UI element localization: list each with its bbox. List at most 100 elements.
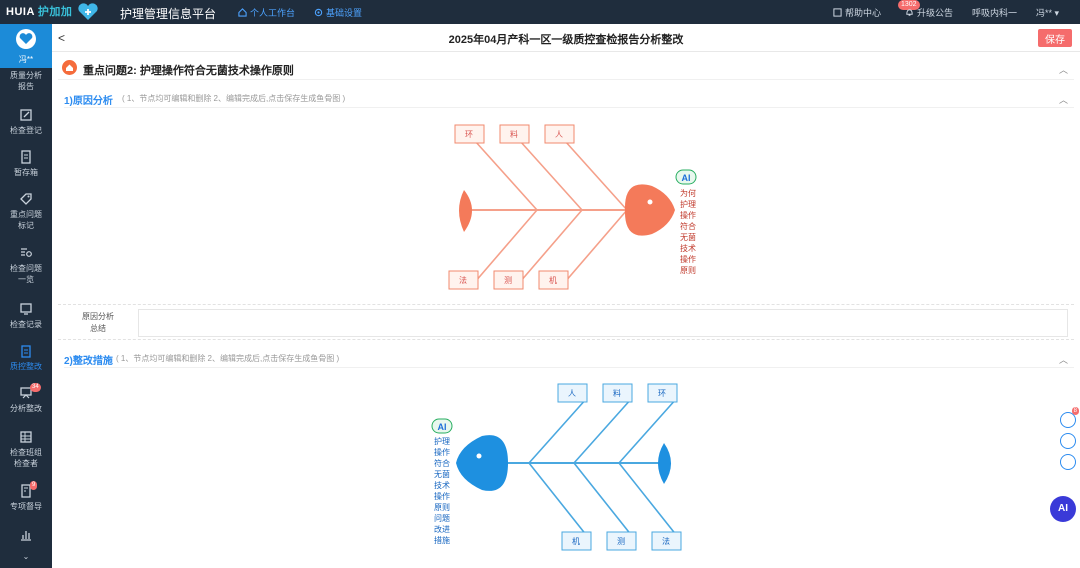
notice-badge: 1302 (898, 0, 920, 10)
head-text-line: 符合 (434, 458, 450, 468)
cause-analysis-header[interactable]: 1)原因分析 ( 1、节点均可编辑和删除 2、编辑完成后,点击保存生成鱼骨图 )… (64, 88, 1074, 108)
nav-workbench-label: 个人工作台 (250, 8, 296, 18)
home-issue-icon (62, 60, 77, 75)
sidebar-item-label: 质控整改 (10, 362, 42, 371)
main-panel: < 2025年04月产科一区一级质控查检报告分析整改 保存 重点问题2: 护理操… (52, 24, 1080, 568)
nav-basic-settings-label: 基础设置 (326, 8, 363, 18)
sidebar-item-check-register[interactable]: 检查登记 (0, 108, 52, 136)
ai-badge-cause[interactable]: AI (675, 169, 697, 185)
cause-summary-input[interactable] (138, 309, 1068, 337)
dept-selector[interactable]: 呼吸内科一 (972, 8, 1018, 18)
cause-node-ce[interactable]: 测 (493, 270, 524, 290)
supervision-badge: 9 (30, 481, 38, 490)
key-issue-header[interactable]: 重点问题2: 护理操作符合无菌技术操作原则 ︿ (58, 58, 1074, 80)
cause-head-text: 为何 护理 操作 符合 无菌 技术 操作 原则 (680, 188, 696, 275)
measure-head-text: 护理 操作 符合 无菌 技术 操作 原则 问题 改进 措施 (434, 436, 450, 545)
bone-bottom-3 (564, 209, 628, 283)
cause-node-ji[interactable]: 机 (538, 270, 569, 290)
sidebar-item-stats[interactable] (0, 528, 52, 545)
grid-table-icon (20, 431, 32, 443)
sidebar-item-label: 质量分析报告 (10, 71, 42, 91)
cause-node-liao[interactable]: 料 (499, 124, 530, 144)
summary-label-line: 原因分析 (82, 312, 114, 321)
bone-bottom-2 (573, 462, 633, 537)
measure-node-label: 环 (658, 389, 666, 398)
collapse-icon[interactable]: ︿ (1058, 65, 1068, 75)
cause-node-label: 人 (555, 130, 563, 139)
sidebar-user-name: 冯** (18, 55, 34, 64)
sidebar-item-label: 分析整改 (10, 404, 42, 413)
back-button[interactable]: < (58, 31, 66, 45)
fish-eye (647, 199, 653, 205)
float-notify-button[interactable]: 8 (1060, 407, 1079, 428)
ai-badge-measure[interactable]: AI (431, 418, 453, 434)
measure-node-huan[interactable]: 环 (647, 383, 678, 403)
head-text-line: 操作 (680, 254, 696, 264)
head-text-line: 措施 (434, 535, 450, 545)
cause-node-ren[interactable]: 人 (544, 124, 575, 144)
sidebar-item-issue-list[interactable]: 检查问题一览 (0, 246, 52, 285)
rectify-measures-header[interactable]: 2)整改措施 ( 1、节点均可编辑和删除 2、编辑完成后,点击保存生成鱼骨图 )… (64, 348, 1074, 368)
sidebar-user-tile[interactable]: 冯** (0, 24, 52, 68)
avatar (16, 29, 36, 49)
float-apps-button[interactable] (1060, 454, 1076, 470)
measure-node-fa[interactable]: 法 (651, 531, 682, 551)
user-menu[interactable]: 冯** ▾ (1036, 6, 1059, 19)
bone-bottom-1 (528, 462, 588, 537)
cause-summary-label: 原因分析 总结 (64, 311, 132, 335)
rectify-measures-hint: ( 1、节点均可编辑和删除 2、编辑完成后,点击保存生成鱼骨图 ) (116, 354, 340, 363)
gear-icon (314, 8, 323, 17)
head-text-line: 技术 (434, 480, 450, 490)
help-center-link[interactable]: 帮助中心 (833, 6, 881, 19)
sidebar-expand-icon[interactable]: ⌄ (0, 551, 52, 562)
nav-workbench[interactable]: 个人工作台 (238, 6, 295, 19)
sidebar-item-quality-report[interactable]: 质量分析报告 (0, 70, 52, 92)
head-text-line: 原则 (434, 502, 450, 512)
sidebar-item-check-records[interactable]: 检查记录 (0, 302, 52, 330)
measure-node-liao[interactable]: 料 (602, 383, 633, 403)
nav-basic-settings[interactable]: 基础设置 (314, 6, 362, 19)
user-name: 冯** (1036, 8, 1053, 18)
sidebar-item-label: 检查登记 (10, 126, 42, 135)
fish-eye (476, 453, 482, 459)
sidebar-item-team-inspector[interactable]: 检查班组检查者 (0, 430, 52, 469)
head-text-line: 护理 (434, 436, 450, 446)
chevron-down-icon: ⌄ (22, 552, 30, 561)
float-help-button[interactable] (1060, 433, 1076, 449)
bone-bottom-3 (618, 462, 678, 537)
sidebar-item-quality-rectify[interactable]: 质控整改 (0, 344, 52, 372)
sidebar-item-key-issue-mark[interactable]: 重点问题标记 (0, 192, 52, 231)
sidebar-item-special-supervision[interactable]: 9 专项督导 (0, 481, 52, 512)
page-header: < 2025年04月产科一区一级质控查检报告分析整改 保存 (52, 24, 1080, 52)
bone-top-3 (618, 397, 678, 464)
fish-head (624, 184, 675, 236)
fishbone-bones (470, 140, 630, 283)
cause-analysis-hint: ( 1、节点均可编辑和删除 2、编辑完成后,点击保存生成鱼骨图 ) (122, 94, 346, 103)
collapse-icon[interactable]: ︿ (1058, 95, 1068, 105)
cause-node-fa[interactable]: 法 (448, 270, 479, 290)
edit-icon (20, 109, 32, 121)
head-text-line: 无菌 (680, 232, 696, 242)
measure-node-ren[interactable]: 人 (557, 383, 588, 403)
ai-assistant-button[interactable]: AI (1050, 496, 1076, 522)
sidebar-item-analysis-rectify[interactable]: 34 分析整改 (0, 383, 52, 414)
help-icon (833, 8, 842, 17)
sidebar-item-label: 检查班组检查者 (10, 448, 42, 468)
fish-tail (459, 190, 472, 232)
measure-node-ji[interactable]: 机 (561, 531, 592, 551)
search-list-icon (21, 248, 32, 257)
collapse-icon[interactable]: ︿ (1058, 355, 1068, 365)
upgrade-notice-link[interactable]: 升级公告 (905, 6, 953, 19)
sidebar-item-label: 检查记录 (10, 320, 42, 329)
save-button[interactable]: 保存 (1038, 29, 1072, 47)
chart-board-icon (20, 387, 32, 399)
sidebar-item-draft-box[interactable]: 暂存箱 (0, 150, 52, 178)
cause-node-huan[interactable]: 环 (454, 124, 485, 144)
sidebar-item-label: 检查问题一览 (10, 264, 42, 284)
chevron-down-icon: ▾ (1054, 8, 1060, 18)
cause-node-label: 机 (549, 275, 557, 285)
measure-node-ce[interactable]: 测 (606, 531, 637, 551)
heart-logo-icon (78, 3, 98, 21)
